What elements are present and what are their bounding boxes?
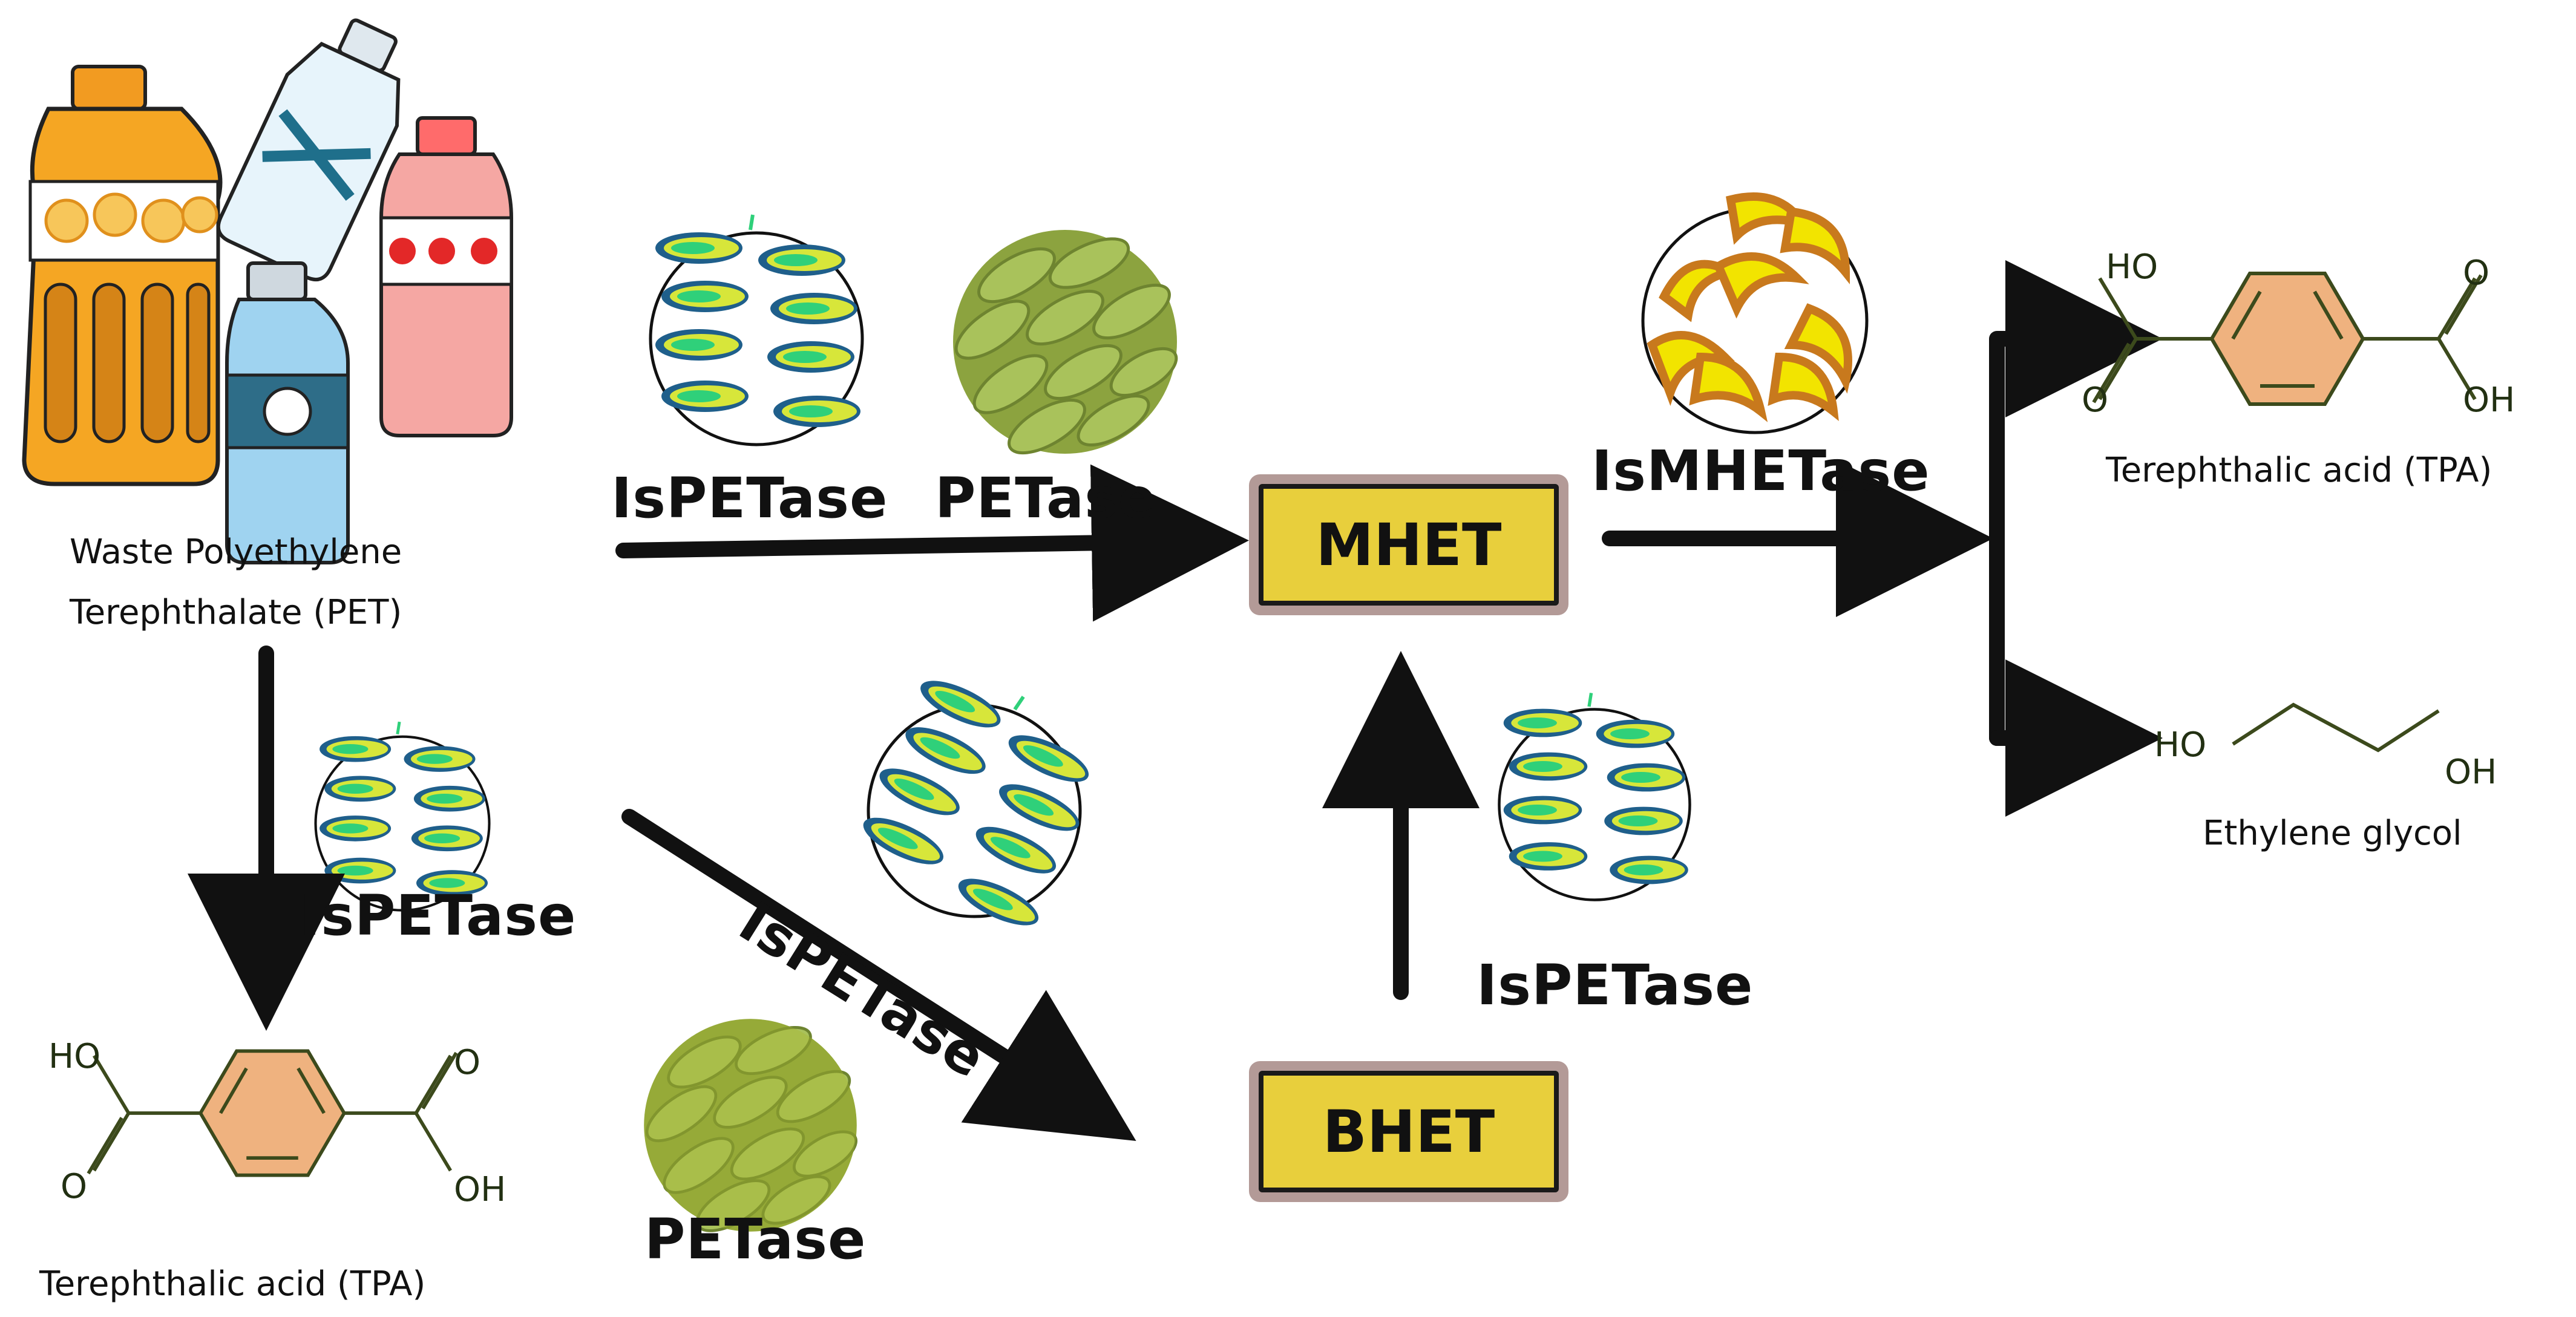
tpa-bottom-ho-label: HO [48, 1037, 100, 1076]
tpa-top-label: Terephthalic acid (TPA) [2106, 451, 2492, 490]
tpa-top-oh-label: OH [2463, 381, 2515, 420]
eg-ho-label: HO [2154, 725, 2206, 765]
eg-oh-label: OH [2445, 753, 2497, 792]
pet-bottles-illustration [22, 18, 513, 564]
ismhetase-label: IsMHETase [1591, 439, 1930, 503]
ispetase-right-icon [1499, 693, 1690, 900]
pet-label-line2: Terephthalate (PET) [70, 593, 402, 632]
ispetase-top-label: IsPETase [611, 466, 888, 531]
tpa-top-molecule [2094, 273, 2481, 404]
tpa-bottom-o-left-label: O [61, 1167, 87, 1206]
ispetase-right-label: IsPETase [1476, 953, 1754, 1018]
tpa-top-o-right-label: O [2463, 253, 2489, 293]
ispetase-diagonal-icon [833, 653, 1122, 951]
arrow-branch-tpa [1989, 260, 2163, 746]
pet-label-line1: Waste Polyethylene [70, 532, 402, 572]
reaction-arrows [188, 260, 2163, 1142]
tpa-top-ho-label: HO [2106, 247, 2158, 287]
petase-top-icon [947, 229, 1184, 463]
ispetase-top-icon [651, 215, 862, 445]
arrow-pet-to-mhet [615, 464, 1249, 622]
ispetase-left-label: IsPETase [300, 883, 577, 948]
tpa-bottom-oh-label: OH [454, 1170, 506, 1209]
tpa-bottom-o-right-label: O [454, 1043, 480, 1082]
mhet-box: MHET [1259, 484, 1559, 606]
tpa-bottom-label: Terephthalic acid (TPA) [39, 1264, 426, 1304]
bhet-box: BHET [1259, 1071, 1559, 1192]
ethylene-glycol-label: Ethylene glycol [2203, 814, 2462, 853]
ismhetase-icon [1641, 192, 1869, 434]
arrow-pet-to-bhet [621, 809, 1136, 1142]
ethylene-glycol-molecule [2232, 702, 2440, 753]
tpa-top-o-left-label: O [2082, 381, 2108, 420]
tpa-bottom-molecule [88, 1051, 456, 1175]
bhet-label: BHET [1322, 1097, 1495, 1166]
petase-bottom-label: PETase [644, 1207, 867, 1272]
petase-top-label: PETase [935, 466, 1157, 531]
ispetase-left-icon [316, 722, 490, 910]
mhet-label: MHET [1316, 511, 1502, 579]
